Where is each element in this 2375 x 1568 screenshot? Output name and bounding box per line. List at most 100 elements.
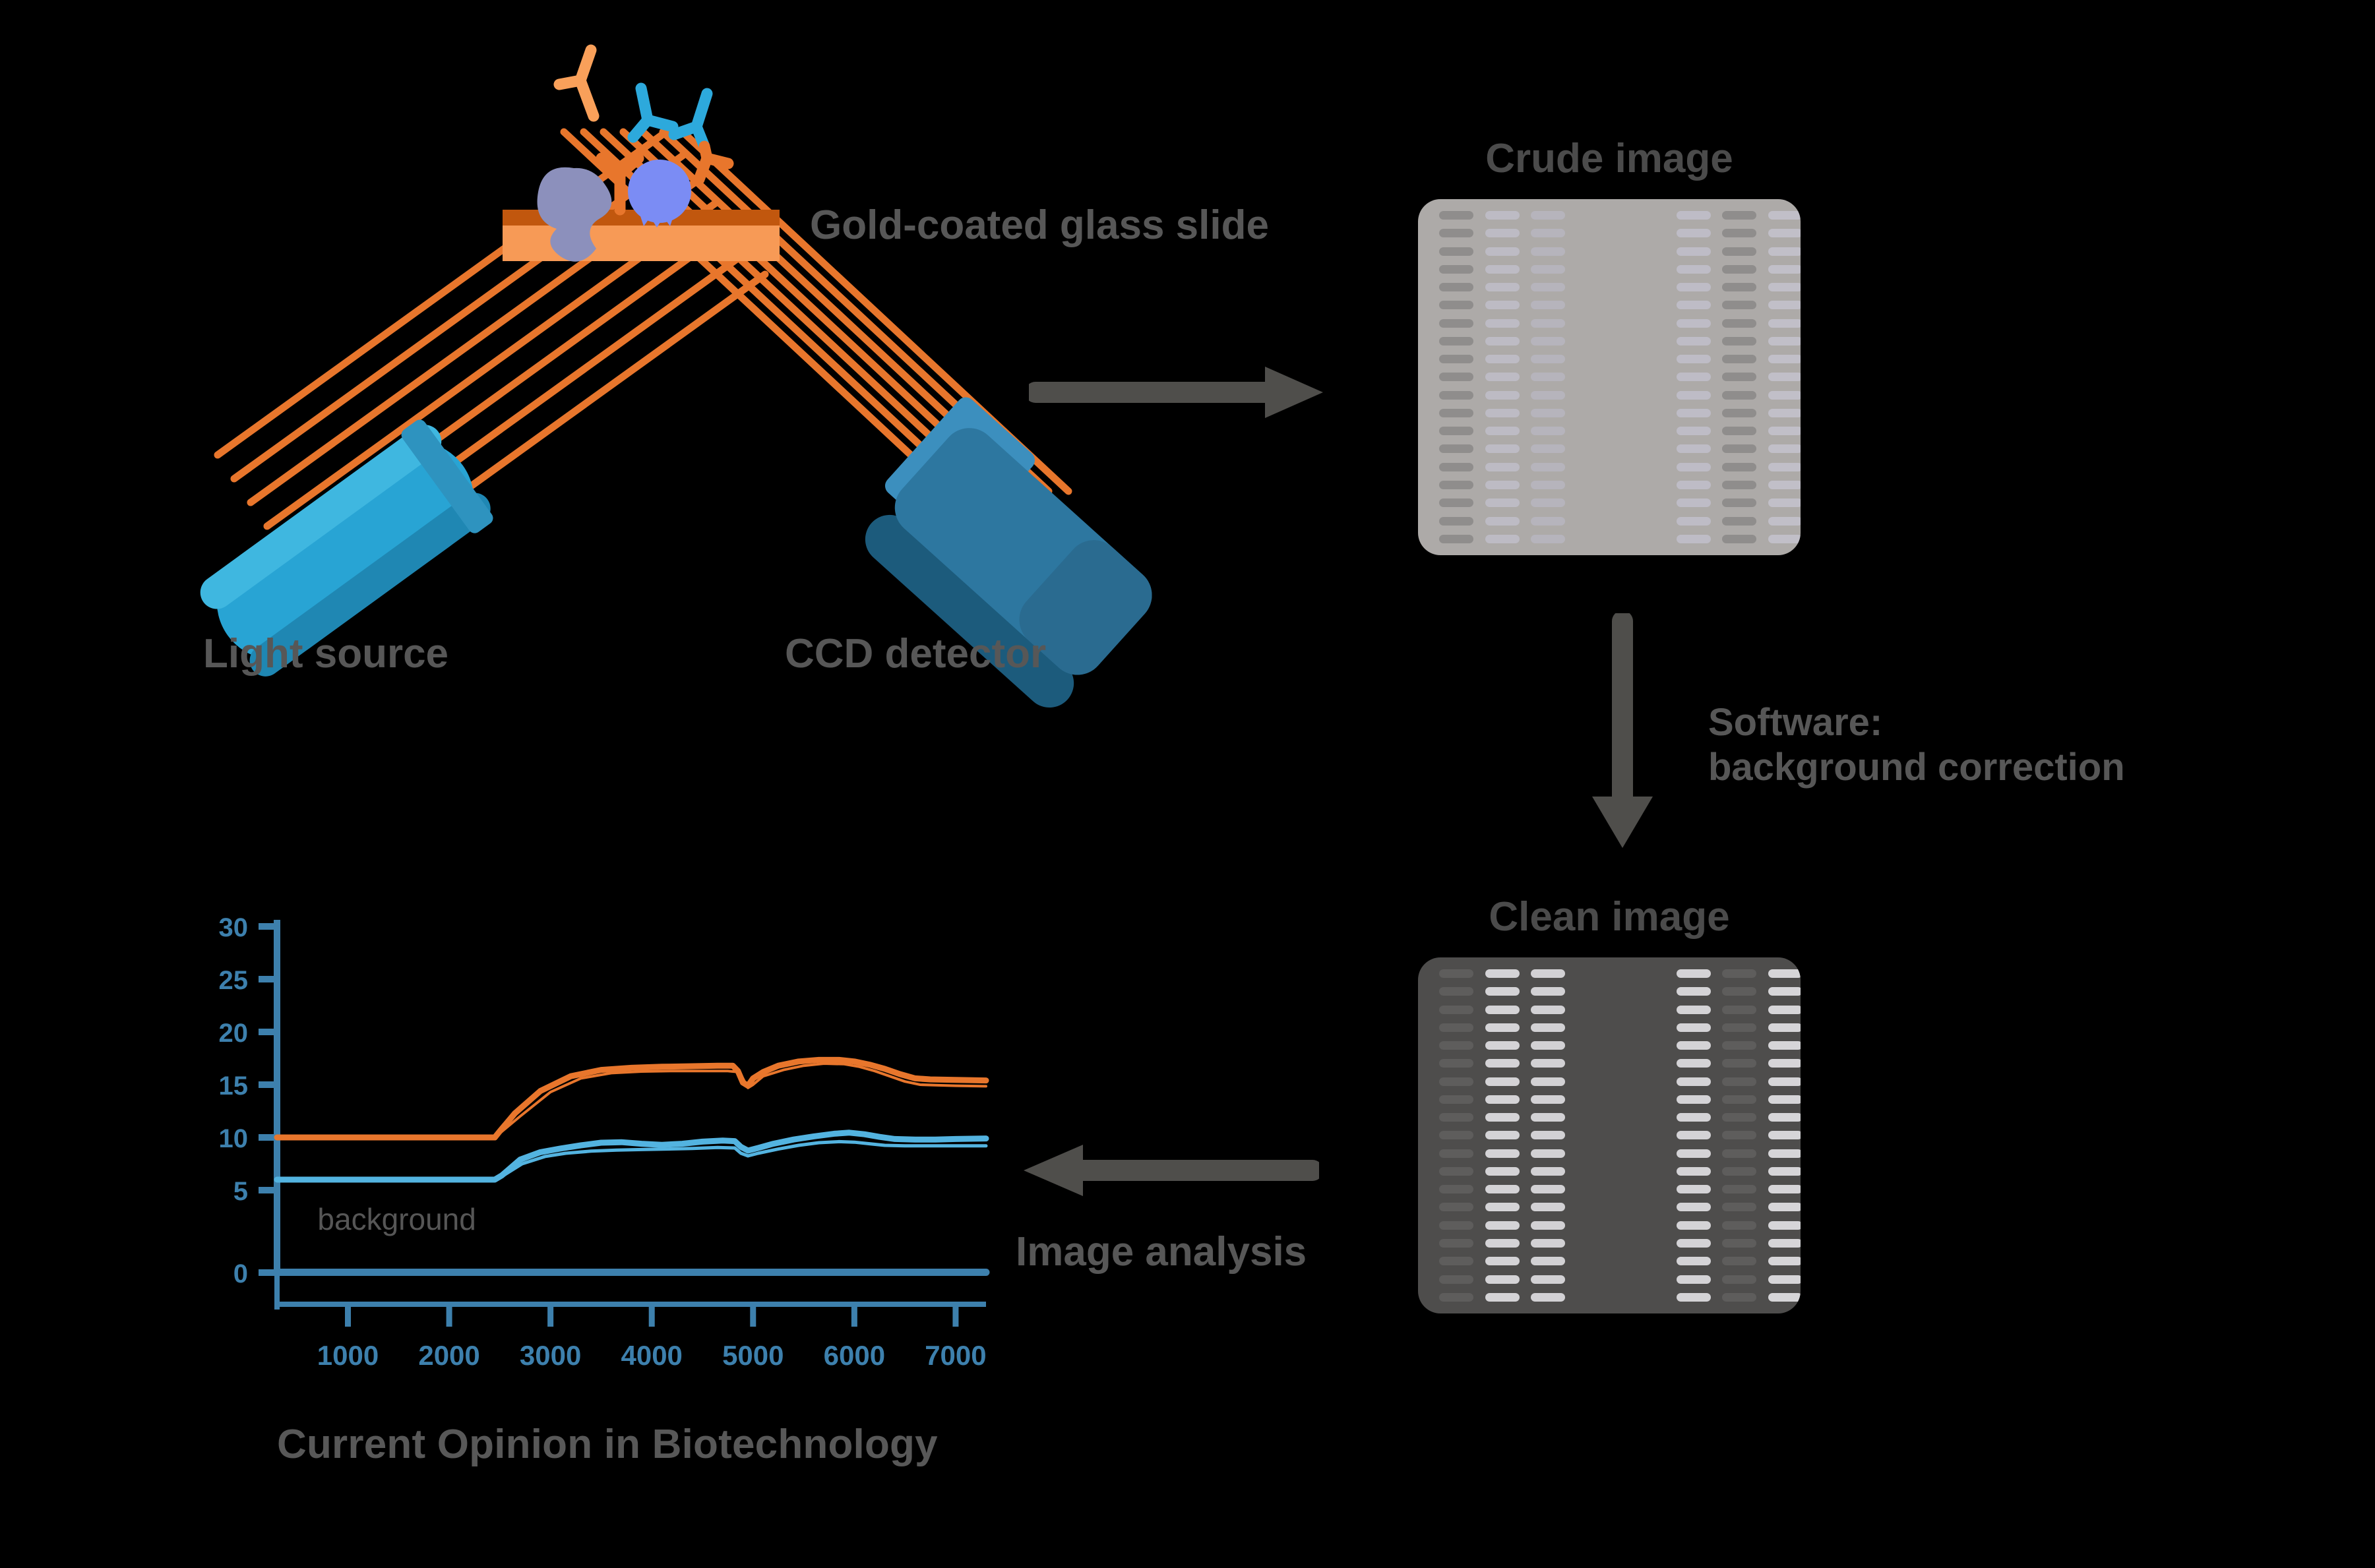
- array-spot: [1722, 211, 1757, 220]
- array-spot: [1531, 1095, 1566, 1104]
- array-spot: [1485, 1005, 1520, 1014]
- array-spot: [1531, 318, 1566, 328]
- spot-column: [1768, 957, 1801, 1313]
- array-spot: [1676, 1238, 1711, 1248]
- array-spot: [1485, 987, 1520, 996]
- array-spot: [1485, 355, 1520, 364]
- array-spot: [1438, 1292, 1474, 1302]
- array-spot: [1768, 1185, 1801, 1194]
- array-spot: [1676, 1113, 1711, 1122]
- array-spot: [1485, 516, 1520, 526]
- array-spot: [1438, 408, 1474, 417]
- array-spot: [1676, 1059, 1711, 1068]
- array-spot: [1531, 427, 1566, 436]
- array-spot: [1768, 390, 1801, 400]
- array-spot: [1531, 211, 1566, 220]
- array-spot: [1768, 264, 1801, 274]
- array-spot: [1722, 1166, 1757, 1176]
- array-spot: [1676, 987, 1711, 996]
- array-spot: [1722, 1149, 1757, 1158]
- series-blue-upper: [274, 1130, 989, 1183]
- background-annotation: background: [317, 1202, 476, 1236]
- array-spot: [1438, 355, 1474, 364]
- array-spot: [1768, 336, 1801, 346]
- array-spot: [1722, 1059, 1757, 1068]
- array-spot: [1485, 373, 1520, 382]
- array-spot: [1485, 1203, 1520, 1212]
- array-spot: [1531, 1166, 1566, 1176]
- array-spot: [1438, 534, 1474, 543]
- array-spot: [1722, 969, 1757, 978]
- array-spot: [1676, 301, 1711, 310]
- array-spot: [1531, 229, 1566, 238]
- x-tick-label: 7000: [925, 1340, 986, 1371]
- array-spot: [1722, 462, 1757, 471]
- array-spot: [1438, 1041, 1474, 1050]
- array-spot: [1768, 301, 1801, 310]
- array-spot: [1438, 444, 1474, 454]
- array-spot: [1438, 373, 1474, 382]
- array-spot: [1485, 1149, 1520, 1158]
- array-spot: [1768, 211, 1801, 220]
- spot-column: [1531, 957, 1566, 1313]
- array-spot: [1531, 1113, 1566, 1122]
- array-spot: [1438, 1149, 1474, 1158]
- array-spot: [1722, 1023, 1757, 1032]
- y-tick-label: 5: [233, 1177, 248, 1206]
- array-spot: [1676, 516, 1711, 526]
- x-tick-label: 2000: [418, 1340, 479, 1371]
- array-spot: [1485, 1059, 1520, 1068]
- array-spot: [1768, 408, 1801, 417]
- array-spot: [1722, 247, 1757, 256]
- array-spot: [1531, 1238, 1566, 1248]
- array-spot: [1438, 498, 1474, 508]
- array-spot: [1768, 427, 1801, 436]
- array-spot: [1531, 1149, 1566, 1158]
- array-spot: [1722, 301, 1757, 310]
- array-spot: [1676, 427, 1711, 436]
- series-blue-lower: [275, 1139, 988, 1182]
- array-spot: [1438, 1221, 1474, 1230]
- array-spot: [1722, 336, 1757, 346]
- ccd-detector-label: CCD detector: [785, 631, 1047, 677]
- array-spot: [1438, 1005, 1474, 1014]
- software-arrow: [1576, 611, 1669, 854]
- array-spot: [1722, 283, 1757, 292]
- array-spot: [1531, 462, 1566, 471]
- array-spot: [1438, 427, 1474, 436]
- y-tick-label: 0: [233, 1259, 248, 1288]
- array-spot: [1676, 1203, 1711, 1212]
- array-spot: [1722, 318, 1757, 328]
- array-spot: [1438, 1203, 1474, 1212]
- array-spot: [1485, 444, 1520, 454]
- array-spot: [1722, 1275, 1757, 1284]
- spot-column: [1438, 199, 1474, 555]
- array-spot: [1722, 1292, 1757, 1302]
- array-spot: [1768, 1257, 1801, 1266]
- spot-column: [1438, 957, 1474, 1313]
- array-spot: [1438, 1077, 1474, 1086]
- array-spot: [1676, 336, 1711, 346]
- array-spot: [1722, 987, 1757, 996]
- bound-complex-on-slide: [537, 152, 691, 262]
- array-spot: [1531, 1059, 1566, 1068]
- array-spot: [1438, 336, 1474, 346]
- array-spot: [1485, 969, 1520, 978]
- array-spot: [1676, 1257, 1711, 1266]
- array-spot: [1485, 1185, 1520, 1194]
- array-spot: [1676, 1041, 1711, 1050]
- array-spot: [1485, 1113, 1520, 1122]
- spot-column: [1676, 199, 1711, 555]
- y-tick-label: 10: [219, 1124, 249, 1153]
- image-analysis-label: Image analysis: [1016, 1229, 1307, 1275]
- array-spot: [1531, 498, 1566, 508]
- y-tick-label: 25: [219, 966, 249, 995]
- array-spot: [1722, 1077, 1757, 1086]
- array-spot: [1485, 498, 1520, 508]
- array-spot: [1531, 264, 1566, 274]
- array-spot: [1438, 987, 1474, 996]
- array-spot: [1768, 516, 1801, 526]
- software-label: Software: background correction: [1708, 700, 2125, 791]
- array-spot: [1485, 301, 1520, 310]
- array-spot: [1768, 1292, 1801, 1302]
